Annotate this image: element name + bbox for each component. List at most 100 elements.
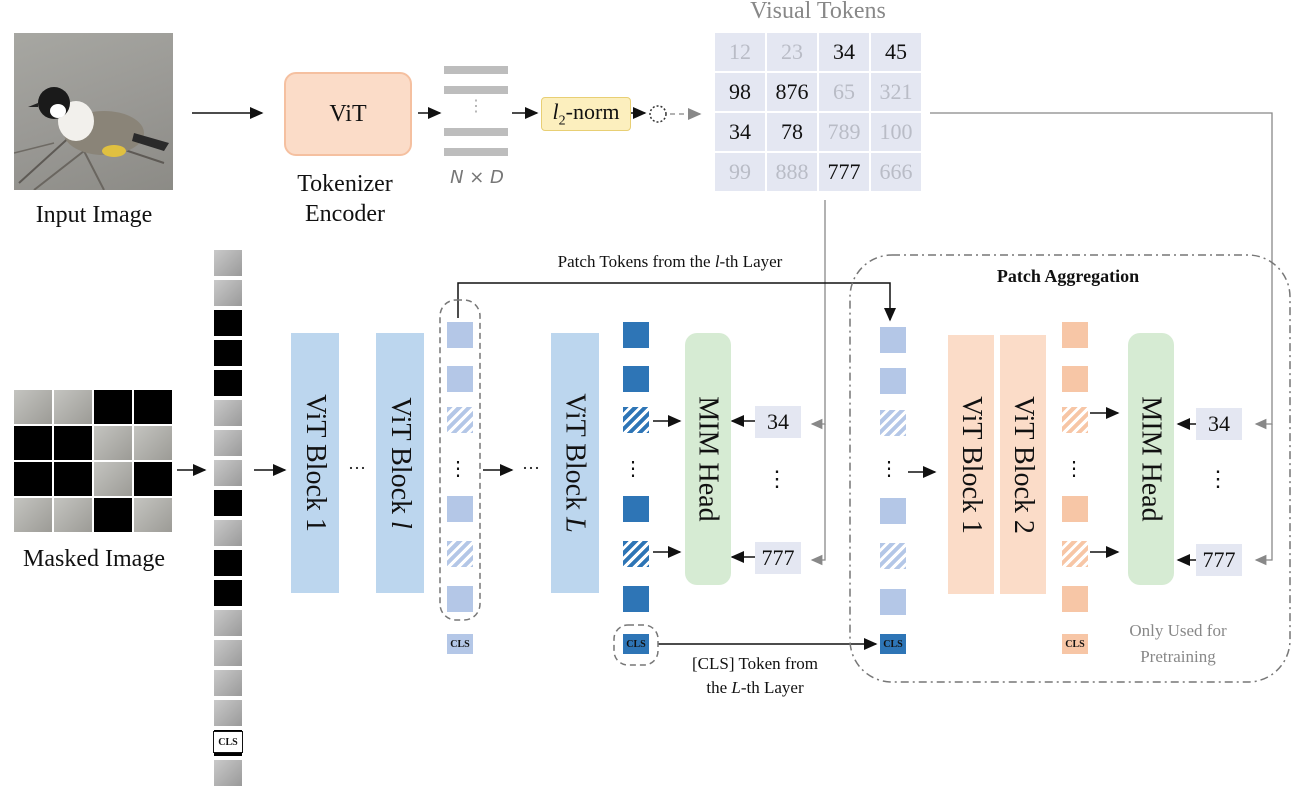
strip-visible-token: [214, 430, 242, 456]
aggregation-input-token: [880, 543, 906, 569]
vit-block-L-label: ViT Block: [560, 393, 592, 518]
patch-L-token: [623, 322, 649, 348]
visual-token-cell: 65: [818, 72, 870, 112]
cls-token-label-line2-var: L: [731, 678, 741, 697]
patch-l-token: [447, 407, 473, 433]
visual-token-cell: 78: [766, 112, 818, 152]
visual-token-cell: 888: [766, 152, 818, 192]
vit-block-l-var: l: [385, 521, 416, 529]
aggregation-input-dots: ⋮: [879, 458, 899, 480]
dot-product-circle: [649, 105, 667, 123]
aggregation-output-token: [1062, 496, 1088, 522]
aggregation-cls-token: CLS: [880, 634, 906, 654]
strip-visible-token: [214, 520, 242, 546]
patch-tokens-label-suffix: -th Layer: [719, 252, 783, 271]
feature-dots: ⋮: [468, 98, 484, 115]
aggregation-output-token: [1062, 541, 1088, 567]
target-line-bottom-right: [1254, 424, 1273, 566]
strip-visible-token: [214, 700, 242, 726]
strip-cls-token: CLS: [213, 731, 243, 753]
norm-sub: 2: [558, 113, 566, 129]
norm-l: l: [552, 98, 559, 124]
patch-l-token: [447, 322, 473, 348]
aggregation-output-token: [1062, 586, 1088, 612]
strip-visible-token: [214, 250, 242, 276]
tokenizer-vit-box: ViT: [284, 72, 412, 156]
patch-tokens-l-dots: ⋮: [448, 458, 468, 480]
patch-L-token: [623, 586, 649, 612]
feature-bars: ⋮: [444, 66, 508, 158]
aggregation-input-token: [880, 368, 906, 394]
mim-head: MIM Head: [685, 333, 731, 585]
visual-token-cell: 777: [818, 152, 870, 192]
masked-patch: [94, 390, 132, 424]
strip-visible-token: [214, 280, 242, 306]
target-token-bottom: 777: [755, 542, 801, 574]
cls-token-label-line2: the L-th Layer: [660, 678, 850, 698]
patch-tokens-label: Patch Tokens from the l-th Layer: [510, 252, 830, 272]
vit-block-1: ViT Block 1: [291, 333, 339, 593]
visual-token-cell: 666: [870, 152, 922, 192]
visual-token-cell: 789: [818, 112, 870, 152]
cls-token-label-line1: [CLS] Token from: [692, 654, 818, 673]
visible-patch: [14, 498, 52, 532]
aggregation-input-token: [880, 589, 906, 615]
strip-visible-token: [214, 670, 242, 696]
aggregation-vit-block-2: ViT Block 2: [1000, 335, 1046, 594]
aggregation-target-dots: ⋮: [1207, 466, 1229, 491]
strip-visible-token: [214, 400, 242, 426]
input-image-label: Input Image: [35, 202, 153, 228]
target-line-bottom-left: [810, 424, 826, 566]
masked-patch: [134, 462, 172, 496]
strip-masked-token: [214, 370, 242, 396]
aggregation-vit-block-1-label: ViT Block 1: [956, 395, 987, 534]
mim-head-label: MIM Head: [693, 396, 725, 522]
tokenizer-vit-label: ViT: [329, 100, 367, 127]
cls-token-outline: [613, 624, 659, 666]
visual-token-cell: 45: [870, 32, 922, 72]
vit-block-1-label: ViT Block 1: [300, 394, 331, 532]
aggregation-vit-block-2-label: ViT Block 2: [1008, 395, 1039, 534]
aggregation-target-bottom: 777: [1196, 544, 1242, 576]
strip-visible-token: [214, 760, 242, 786]
visual-token-cell: 99: [714, 152, 766, 192]
cls-token-label-line2-prefix: the: [706, 678, 732, 697]
norm-rest: -norm: [565, 98, 620, 124]
input-image: [14, 33, 173, 190]
visible-patch: [54, 498, 92, 532]
aggregation-vit-block-1: ViT Block 1: [948, 335, 994, 594]
visible-patch: [94, 426, 132, 460]
bird-photo: [14, 87, 169, 190]
visible-patch: [54, 390, 92, 424]
target-token-top: 34: [755, 406, 801, 438]
only-used-line1: Only Used for: [1129, 621, 1227, 640]
aggregation-output-token: [1062, 407, 1088, 433]
patch-l-token: [447, 496, 473, 522]
visible-patch: [94, 462, 132, 496]
masked-patch: [54, 426, 92, 460]
target-line-top-right: [930, 112, 1273, 430]
patch-l-token: [447, 366, 473, 392]
visible-patch: [14, 390, 52, 424]
aggregation-output-dots: ⋮: [1064, 458, 1084, 480]
visible-patch: [134, 498, 172, 532]
strip-masked-token: [214, 340, 242, 366]
dots-before-vitL: ···: [522, 458, 540, 478]
masked-patch: [54, 462, 92, 496]
patch-l-token: [447, 586, 473, 612]
visual-token-cell: 100: [870, 112, 922, 152]
aggregation-input-token: [880, 410, 906, 436]
l2-norm-box: l2-norm: [541, 97, 631, 131]
masked-image: [14, 390, 174, 532]
patch-l-token: [447, 541, 473, 567]
tokenizer-caption-line1: Tokenizer: [297, 171, 393, 197]
strip-masked-token: [214, 550, 242, 576]
vit-block-L: ViT Block L: [551, 333, 599, 593]
patch-L-token: [623, 496, 649, 522]
patch-L-token: [623, 366, 649, 392]
cls-token-L: CLS: [623, 634, 649, 654]
patch-aggregation-title: Patch Aggregation: [996, 266, 1140, 286]
patch-tokens-label-var: l: [714, 252, 720, 271]
aggregation-mim-head-label: MIM Head: [1136, 396, 1168, 522]
